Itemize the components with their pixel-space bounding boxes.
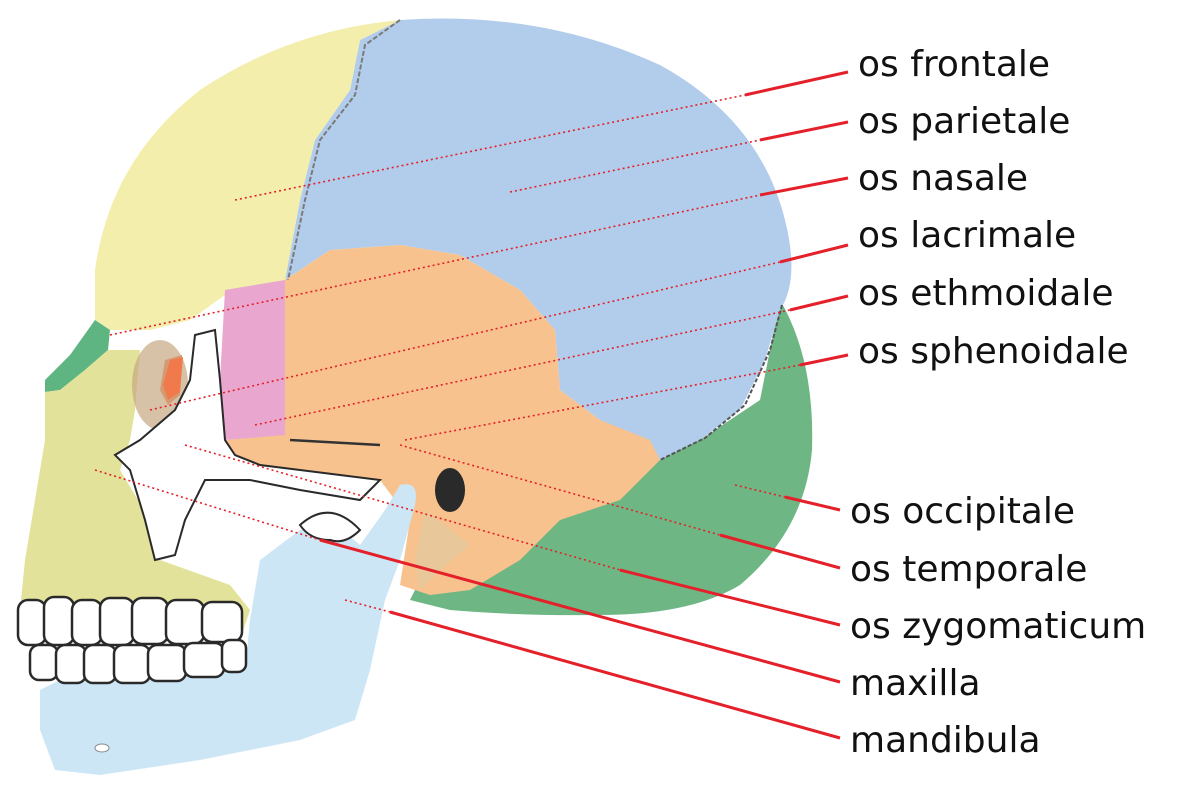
label-os-parietale: os parietale <box>858 101 1070 142</box>
ear-canal <box>435 468 465 512</box>
leader-parietale-solid <box>760 122 848 140</box>
label-maxilla: maxilla <box>850 663 981 704</box>
label-os-nasale: os nasale <box>858 158 1028 199</box>
label-os-lacrimale: os lacrimale <box>858 215 1076 256</box>
leader-ethmoidale-solid <box>790 296 848 310</box>
label-os-temporale: os temporale <box>850 549 1087 590</box>
leader-frontale-solid <box>745 72 848 95</box>
label-os-frontale: os frontale <box>858 44 1050 85</box>
label-os-occipitale: os occipitale <box>850 491 1075 532</box>
label-os-sphenoidale: os sphenoidale <box>858 331 1129 372</box>
labels: os frontale os parietale os nasale os la… <box>850 44 1146 761</box>
label-os-zygomaticum: os zygomaticum <box>850 606 1146 647</box>
teeth-lower <box>30 640 246 683</box>
leader-sphenoidale-solid <box>800 355 848 365</box>
label-mandibula: mandibula <box>850 720 1041 761</box>
label-os-ethmoidale: os ethmoidale <box>858 273 1113 314</box>
leader-mandibula-solid <box>390 612 840 738</box>
mental-foramen <box>95 744 109 752</box>
teeth-upper <box>18 597 242 645</box>
